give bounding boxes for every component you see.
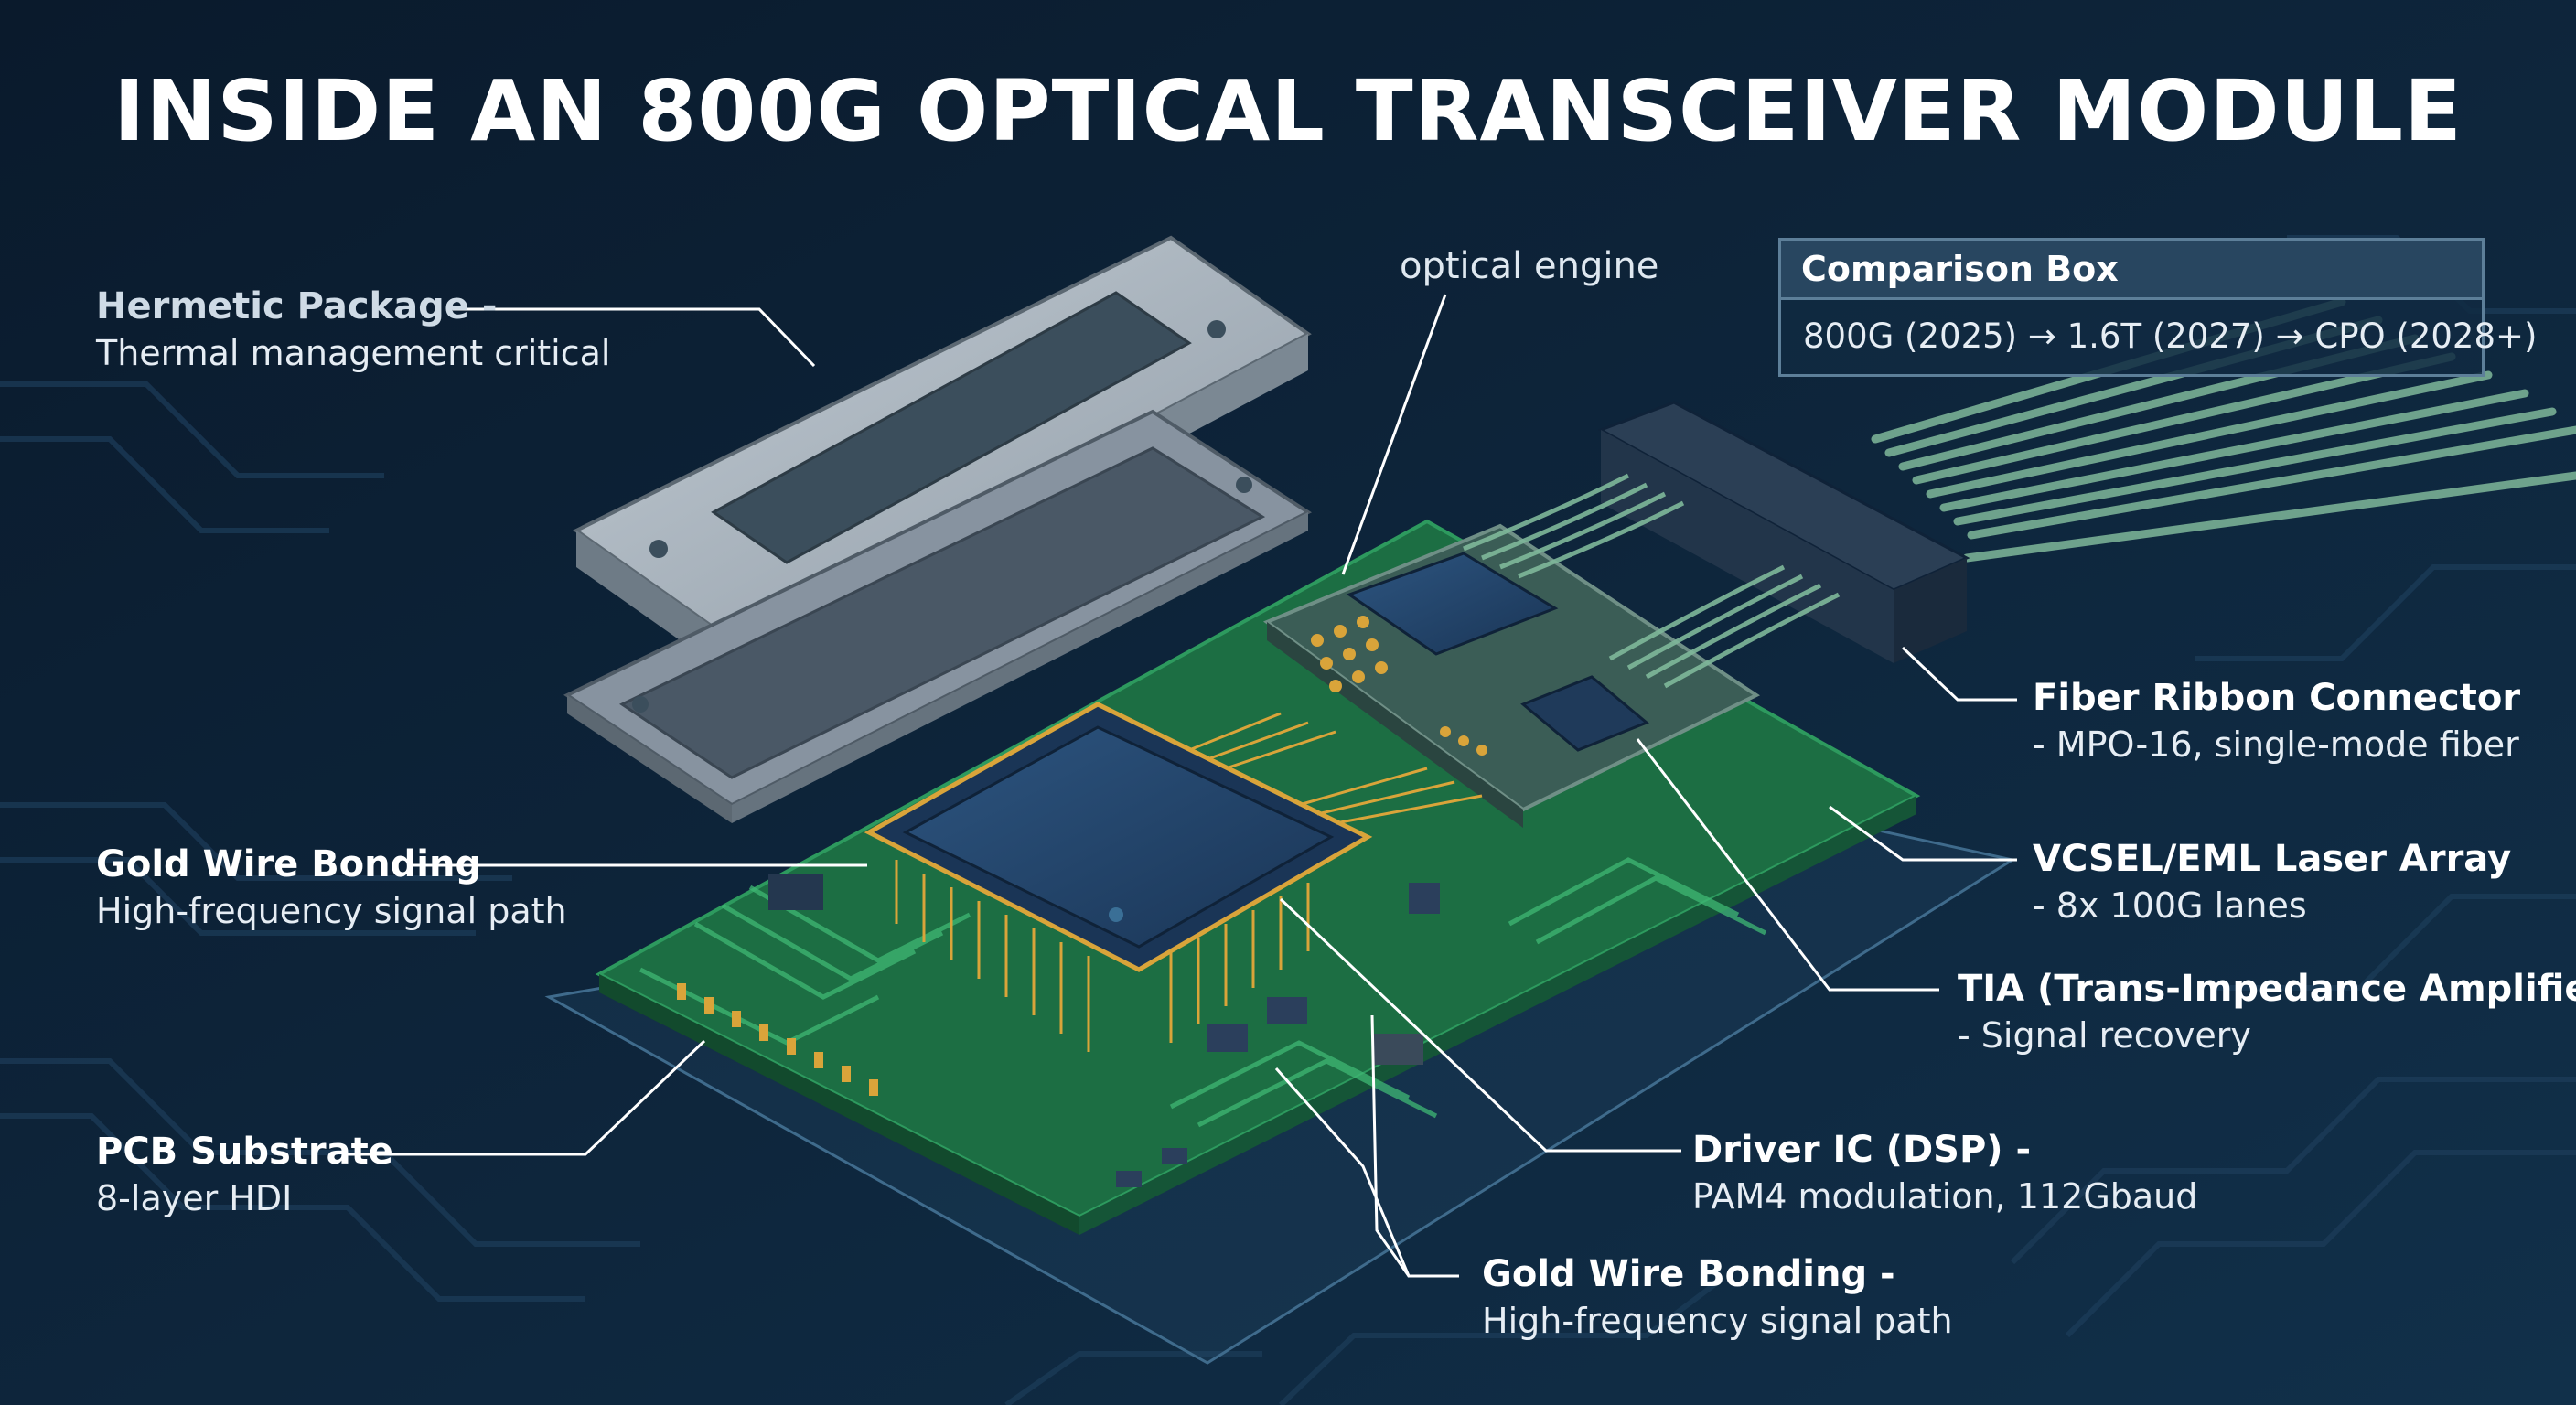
- label-fiber-connector: Fiber Ribbon Connector - MPO-16, single-…: [2033, 677, 2520, 765]
- label-title: optical engine: [1400, 245, 1659, 287]
- label-gold-wire-left: Gold Wire Bonding High-frequency signal …: [96, 843, 567, 931]
- optical-engine-board: [1262, 523, 1761, 828]
- comparison-box-heading: Comparison Box: [1781, 241, 2482, 300]
- leader-laser: [1829, 805, 2017, 862]
- label-laser-array: VCSEL/EML Laser Array - 8x 100G lanes: [2033, 838, 2511, 926]
- leader-fiber: [1901, 646, 2017, 702]
- comparison-box-body: 800G (2025) → 1.6T (2027) → CPO (2028+): [1803, 316, 2538, 356]
- leader-optical-engine: [1341, 294, 1447, 575]
- label-title: VCSEL/EML Laser Array: [2033, 838, 2512, 880]
- label-optical-engine: optical engine: [1400, 245, 1658, 287]
- leader-pcb: [348, 1039, 706, 1156]
- comparison-box: Comparison Box 800G (2025) → 1.6T (2027)…: [1778, 238, 2538, 377]
- label-title: Fiber Ribbon Connector: [2033, 677, 2521, 719]
- label-detail: - MPO-16, single-mode fiber: [2033, 724, 2519, 765]
- leader-lines: [348, 294, 2017, 1278]
- label-title: Hermetic Package -: [96, 285, 498, 327]
- label-title: Gold Wire Bonding -: [1482, 1253, 1895, 1295]
- label-driver-ic: Driver IC (DSP) - PAM4 modulation, 112Gb…: [1692, 1129, 2197, 1217]
- label-gold-wire-bottom: Gold Wire Bonding - High-frequency signa…: [1482, 1253, 1953, 1341]
- label-pcb-substrate: PCB Substrate 8-layer HDI: [96, 1131, 393, 1218]
- label-detail: Thermal management critical: [96, 333, 611, 373]
- driver-ic-chip: [864, 702, 1483, 1052]
- hermetic-package-base: [563, 409, 1313, 823]
- label-detail: 8-layer HDI: [96, 1178, 293, 1218]
- label-detail: - 8x 100G lanes: [2033, 885, 2307, 926]
- leader-gold-bottom: [1274, 1067, 1459, 1278]
- label-title: TIA (Trans-Impedance Amplifier): [1958, 968, 2576, 1010]
- label-detail: High-frequency signal path: [1482, 1301, 1953, 1341]
- leader-gold-bottom-2: [1370, 1014, 1411, 1277]
- fiber-connector-block: [1463, 401, 1970, 689]
- label-title: Driver IC (DSP) -: [1692, 1129, 2032, 1171]
- label-title: Gold Wire Bonding: [96, 843, 482, 885]
- label-hermetic-package: Hermetic Package - Thermal management cr…: [96, 285, 610, 373]
- label-detail: PAM4 modulation, 112Gbaud: [1692, 1176, 2198, 1217]
- label-detail: - Signal recovery: [1958, 1015, 2251, 1056]
- leader-tia: [1636, 738, 1939, 992]
- label-detail: High-frequency signal path: [96, 891, 567, 931]
- leader-hermetic: [453, 307, 816, 368]
- leader-driver: [1279, 897, 1681, 1153]
- page-title: INSIDE AN 800G OPTICAL TRANSCEIVER MODUL…: [113, 62, 2463, 160]
- label-title: PCB Substrate: [96, 1131, 393, 1173]
- label-tia: TIA (Trans-Impedance Amplifier) - Signal…: [1958, 968, 2576, 1056]
- fiber-ribbon: [1871, 297, 2576, 563]
